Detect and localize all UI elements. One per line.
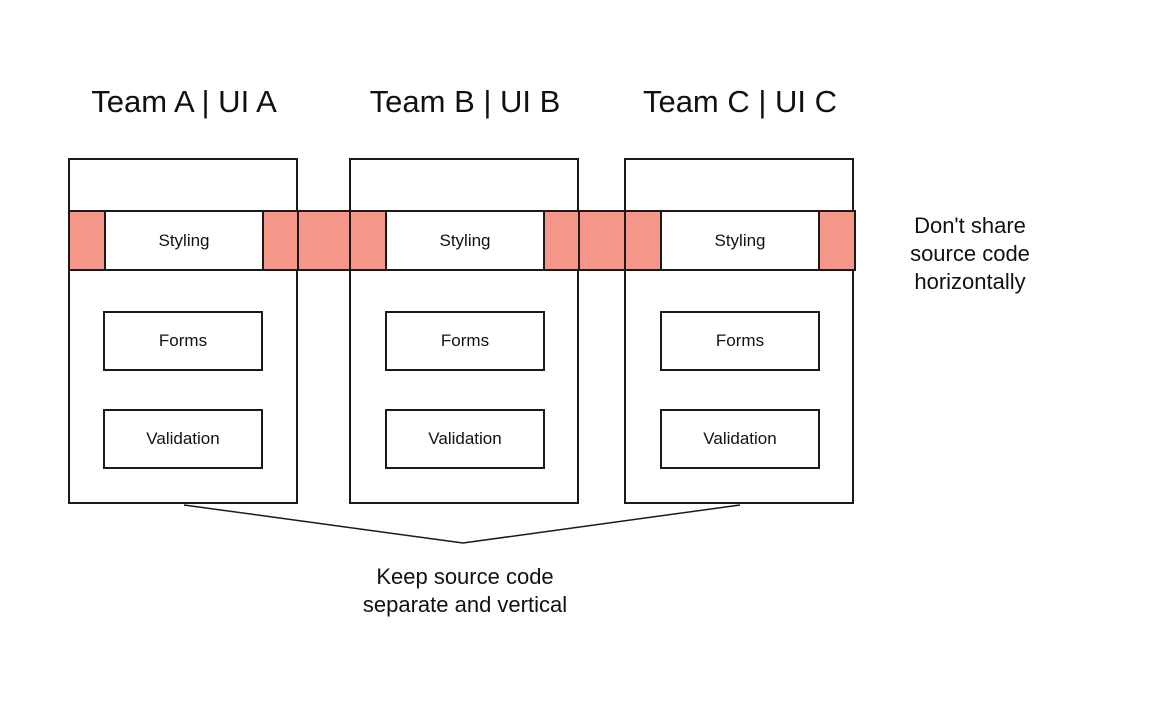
team-c-box [624,158,854,504]
team-a-validation-box: Validation [103,409,263,469]
team-c-styling-box: Styling [660,210,820,271]
team-a-styling-box: Styling [104,210,264,271]
horizontal-sharing-note: Don't share source code horizontally [910,213,1030,294]
team-b-validation-box: Validation [385,409,545,469]
band-divider-c [578,210,580,271]
band-divider-a [297,210,299,271]
team-a-box [68,158,298,504]
team-b-styling-box: Styling [385,210,545,271]
team-c-validation-box: Validation [660,409,820,469]
vertical-note-line2: separate and vertical [362,592,568,617]
team-a-title: Team A | UI A [91,84,277,119]
team-c-forms-box: Forms [660,311,820,371]
bracket-line [183,504,741,544]
team-b-forms-box: Forms [385,311,545,371]
band-divider-b [349,210,351,271]
team-c-title: Team C | UI C [642,84,838,119]
team-b-box [349,158,579,504]
team-a-forms-box: Forms [103,311,263,371]
band-divider-d [624,210,626,271]
vertical-note-line1: Keep source code [376,564,554,589]
team-b-title: Team B | UI B [369,84,561,119]
